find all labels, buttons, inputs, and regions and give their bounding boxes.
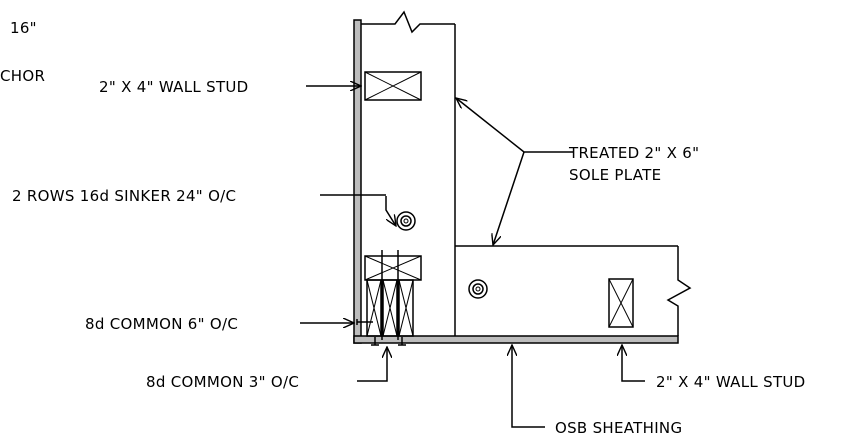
wall-stud-top-box <box>364 71 422 101</box>
leader-treated-plate-2 <box>493 151 525 245</box>
label-partial-anchor: CHOR <box>0 67 45 85</box>
leader-wall-stud-bottom <box>622 345 645 382</box>
corner-stud-stack <box>366 250 414 340</box>
label-common-6: 8d COMMON 6" O/C <box>85 315 238 333</box>
leader-treated-plate-1 <box>456 98 573 153</box>
leader-sinker-drop <box>385 196 396 226</box>
anchor-bolt-upper <box>396 211 416 231</box>
osb-sheathing-horizontal <box>353 335 679 344</box>
label-treated-plate-line2: SOLE PLATE <box>569 166 661 184</box>
osb-sheathing-vertical <box>353 19 362 344</box>
label-common-3: 8d COMMON 3" O/C <box>146 373 299 391</box>
label-wall-stud-bottom: 2" X 4" WALL STUD <box>656 373 806 391</box>
label-osb-sheathing: OSB SHEATHING <box>555 419 682 437</box>
right-break-line <box>666 246 692 336</box>
leader-common-3 <box>357 347 387 382</box>
top-break-line <box>361 10 455 34</box>
leader-osb <box>512 345 545 428</box>
label-treated-plate-line1: TREATED 2" X 6" <box>568 144 699 162</box>
wall-stud-bottom-box <box>608 278 634 328</box>
corner-block-horizontal <box>364 255 422 281</box>
label-sinker-rows: 2 ROWS 16d SINKER 24" O/C <box>12 187 236 205</box>
anchor-bolt-lower <box>468 279 488 299</box>
label-wall-stud-top: 2" X 4" WALL STUD <box>99 78 249 96</box>
nail-heads <box>356 319 406 346</box>
label-partial-top: 16" <box>10 19 37 37</box>
